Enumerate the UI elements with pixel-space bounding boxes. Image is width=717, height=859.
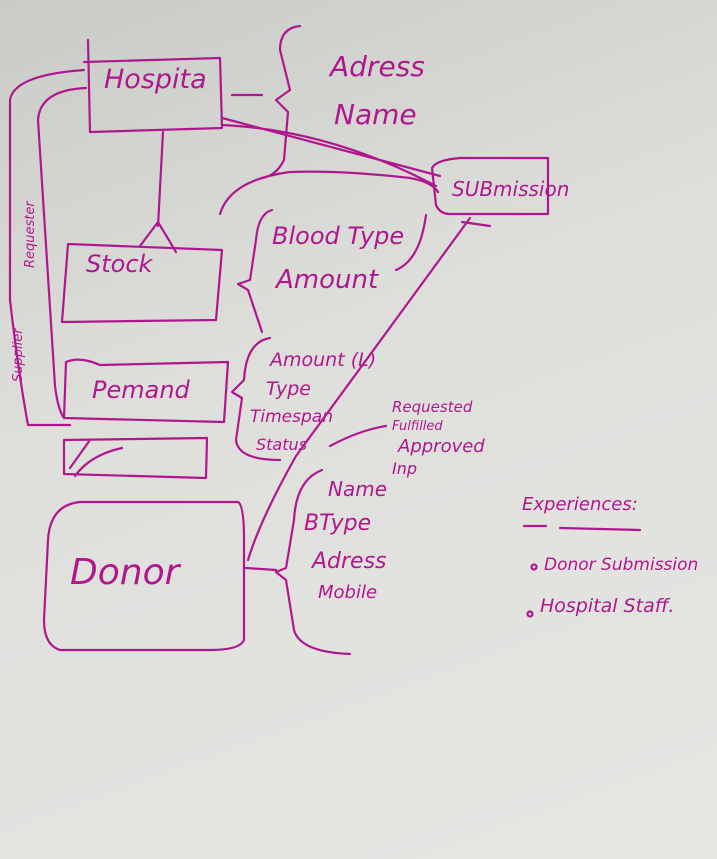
status-value: Fulfilled (392, 419, 443, 434)
demand-attr-brace (230, 336, 282, 462)
donor-brace-connector (244, 566, 278, 572)
experience-item: Hospital Staff. (540, 595, 674, 617)
stock-attr-brace (236, 208, 274, 334)
status-value: Approved (397, 436, 485, 457)
donor-attr: Adress (310, 549, 387, 574)
supplier-label: Supplier (11, 327, 26, 382)
demand-box (62, 358, 230, 424)
hospital-stock-line (138, 130, 178, 254)
supplier-line (8, 68, 86, 427)
hospital-attr-brace (260, 24, 302, 180)
submission-label: SUBmission (452, 177, 569, 201)
status-value: Requested (392, 398, 473, 416)
bullet-icon (526, 610, 534, 618)
donor-attr: BType (304, 511, 371, 536)
donor-box (42, 500, 246, 652)
stock-attr: Blood Type (272, 222, 404, 250)
donor-label: Donor (70, 552, 182, 593)
requester-line (36, 86, 88, 420)
extra-box (62, 436, 209, 480)
hospital-attr: Adress (328, 50, 425, 83)
donor-attr: Mobile (318, 582, 377, 603)
hospital-attr: Name (334, 98, 417, 131)
submission-donor-line (246, 216, 492, 562)
hospital-submission-line (220, 116, 442, 188)
demand-attr: Timespan (250, 407, 333, 427)
status-pointer (328, 424, 388, 448)
experiences-underline (522, 524, 642, 532)
hospital-box (82, 38, 224, 134)
stock-attr: Amount (274, 265, 379, 295)
demand-attr: Status (256, 435, 307, 454)
demand-label: Pemand (92, 376, 191, 404)
stock-label: Stock (86, 250, 154, 278)
bullet-icon (530, 563, 538, 571)
requester-label: Requester (23, 200, 38, 268)
stock-submission-curve (218, 170, 440, 272)
stock-box (60, 242, 224, 324)
submission-box (430, 156, 550, 216)
hospital-label: Hospita (104, 64, 207, 95)
demand-attr: Type (266, 378, 311, 400)
donor-attr-brace (274, 468, 352, 656)
status-value: Inp (392, 459, 417, 478)
experiences-title: Experiences: (522, 494, 638, 515)
demand-attr: Amount (L) (268, 349, 376, 371)
donor-attr: Name (328, 477, 387, 501)
experience-item: Donor Submission (544, 555, 698, 575)
